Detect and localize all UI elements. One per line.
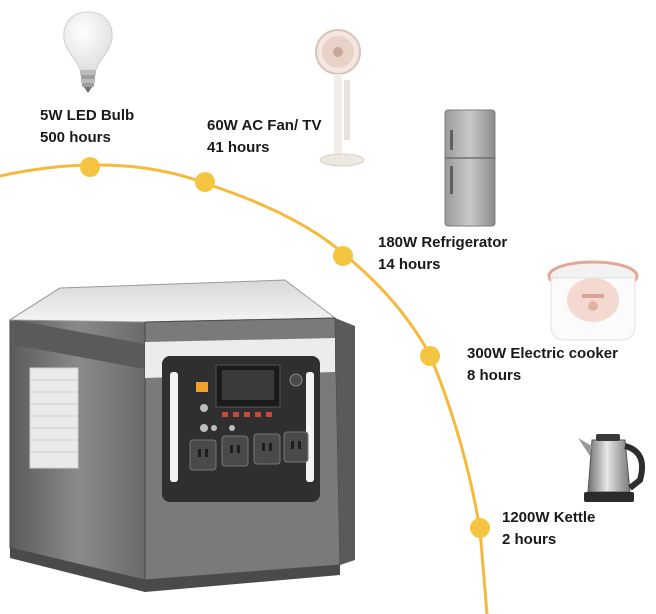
appliance-runtime: 14 hours <box>378 256 441 273</box>
refrigerator-icon <box>444 109 496 227</box>
kettle-icon <box>578 434 646 502</box>
appliance-wattage: 180W Refrigerator <box>378 234 508 251</box>
arc-dot-fridge <box>333 246 353 266</box>
appliance-label-fridge: 180W Refrigerator 14 hours <box>378 232 507 276</box>
appliance-label-cooker: 300W Electric cooker 8 hours <box>467 343 618 387</box>
appliance-runtime: 8 hours <box>467 367 522 384</box>
fan-icon <box>315 29 365 167</box>
appliance-label-led: 5W LED Bulb 500 hours <box>40 105 134 149</box>
rice-cooker-icon <box>547 260 639 341</box>
appliance-wattage: 300W Electric cooker <box>467 345 618 362</box>
appliance-wattage: 60W AC Fan/ TV <box>207 117 322 134</box>
appliance-wattage: 5W LED Bulb <box>40 107 135 124</box>
arc-dot-cooker <box>420 346 440 366</box>
arc-dot-led <box>80 157 100 177</box>
arc-dot-fan <box>195 172 215 192</box>
appliance-runtime: 2 hours <box>502 531 557 548</box>
appliance-label-fan: 60W AC Fan/ TV 41 hours <box>207 115 321 159</box>
appliance-label-kettle: 1200W Kettle 2 hours <box>502 507 595 551</box>
power-station-icon <box>8 279 355 592</box>
appliance-runtime: 500 hours <box>40 129 111 146</box>
led-bulb-icon <box>63 11 113 93</box>
arc-dot-kettle <box>470 518 490 538</box>
appliance-wattage: 1200W Kettle <box>502 509 596 526</box>
appliance-runtime: 41 hours <box>207 139 270 156</box>
